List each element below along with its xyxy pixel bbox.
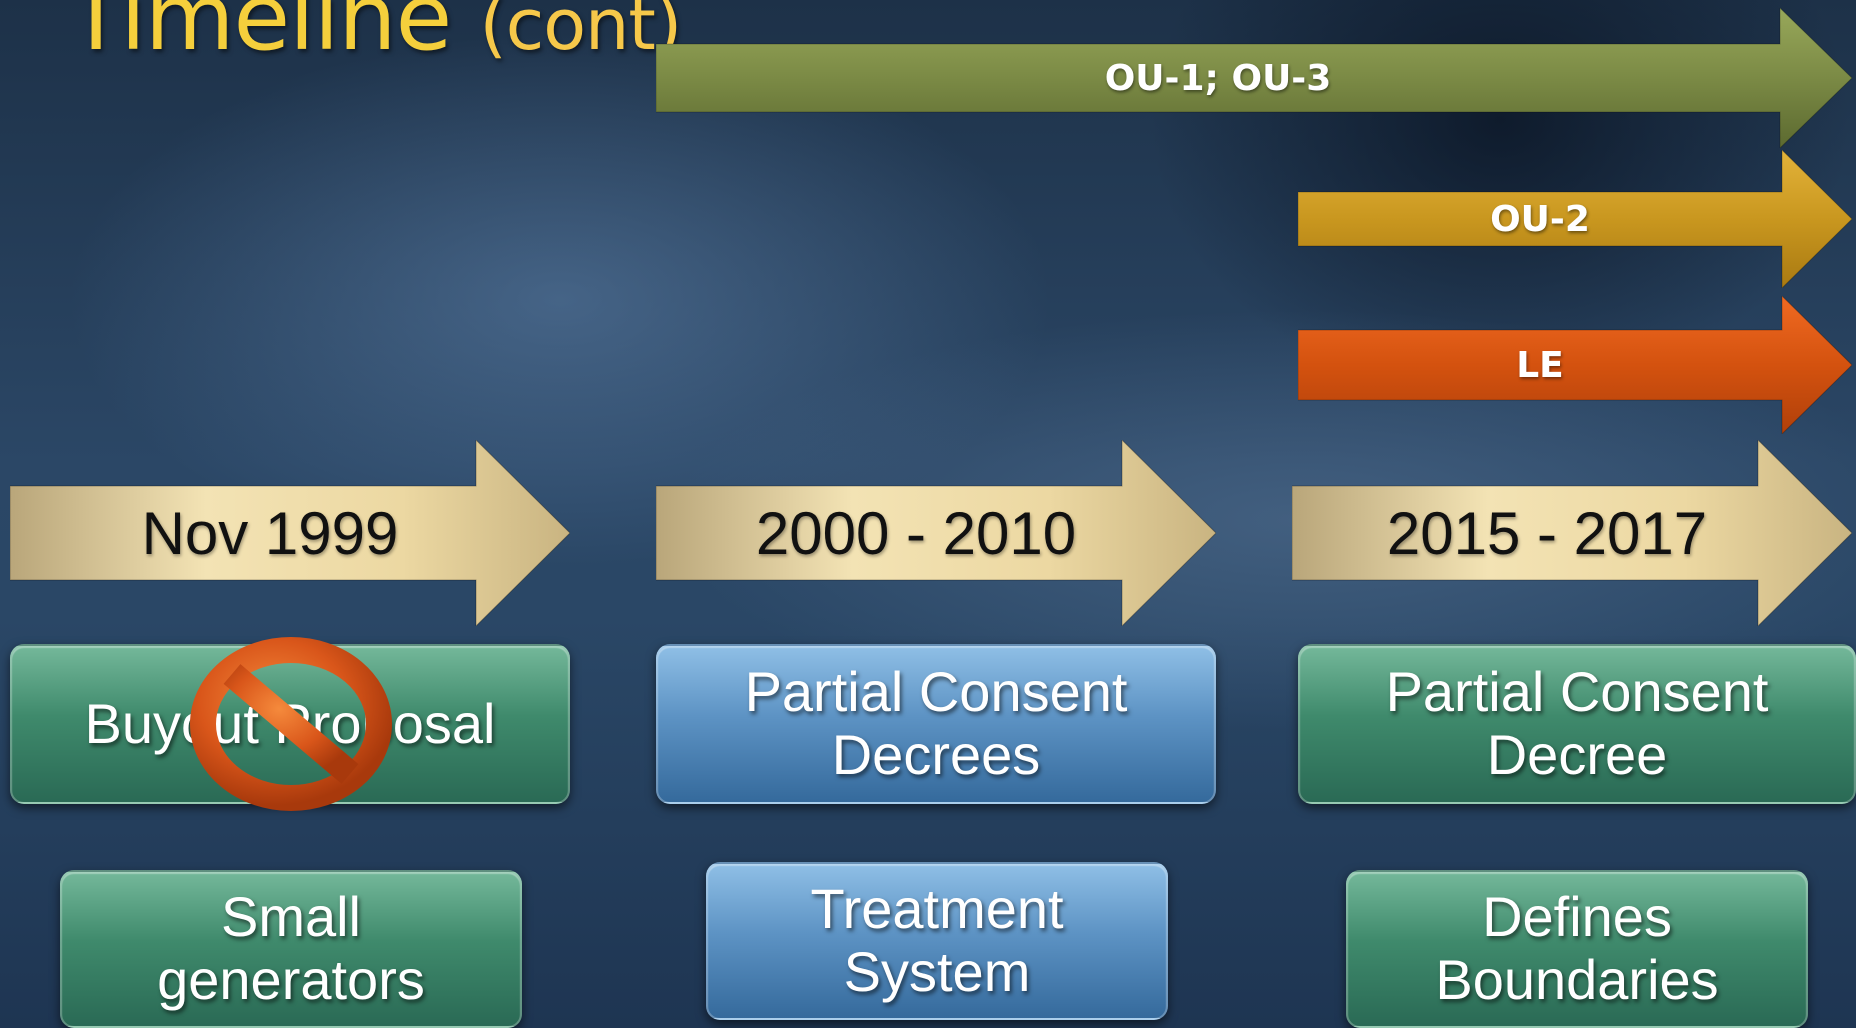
period-label-2: 2000 - 2010 bbox=[755, 499, 1077, 567]
period-arrow-2000-2010-shape bbox=[656, 440, 1216, 626]
box-partial-consent-decrees: Partial Consent Decrees bbox=[656, 644, 1216, 804]
title-suffix: (cont) bbox=[479, 0, 682, 66]
arrow-ou1-ou3: OU-1; OU-3 bbox=[656, 8, 1852, 148]
arrow-ou1-ou3-label: OU-1; OU-3 bbox=[1104, 57, 1332, 99]
box-pcd-line2: Decrees bbox=[831, 723, 1041, 786]
period-label-3: 2015 - 2017 bbox=[1386, 499, 1708, 567]
box-pcd-line1: Partial Consent bbox=[744, 660, 1128, 724]
box-pcd2-line1: Partial Consent bbox=[1385, 660, 1769, 724]
period-arrow-2015-2017-shape bbox=[1292, 440, 1852, 626]
box-pcd2-line2: Decree bbox=[1486, 723, 1668, 786]
box-treatment-system: Treatment System bbox=[706, 862, 1168, 1020]
box-small-generators: Small generators bbox=[60, 870, 522, 1028]
arrow-ou2: OU-2 bbox=[1298, 150, 1852, 288]
arrow-le-shape bbox=[1298, 296, 1852, 434]
box-db-line1: Defines bbox=[1482, 885, 1672, 949]
box-partial-consent-decrees-text: Partial Consent Decrees bbox=[744, 660, 1128, 786]
period-arrow-nov-1999: Nov 1999 bbox=[10, 440, 570, 626]
box-ts-line2: System bbox=[843, 940, 1031, 1003]
title-main: Timeline bbox=[68, 0, 452, 71]
box-defines-boundaries-text: Defines Boundaries bbox=[1435, 885, 1719, 1011]
box-treatment-system-text: Treatment System bbox=[810, 877, 1064, 1003]
period-arrow-2000-2010: 2000 - 2010 bbox=[656, 440, 1216, 626]
arrow-ou2-shape bbox=[1298, 150, 1852, 288]
box-small-generators-text: Small generators bbox=[157, 885, 425, 1011]
period-arrow-2015-2017: 2015 - 2017 bbox=[1292, 440, 1852, 626]
period-arrow-nov-1999-shape bbox=[10, 440, 570, 626]
box-ts-line1: Treatment bbox=[810, 877, 1064, 941]
box-sg-line2: generators bbox=[157, 948, 425, 1011]
period-label-1: Nov 1999 bbox=[141, 499, 399, 567]
arrow-ou2-label: OU-2 bbox=[1490, 198, 1590, 240]
box-db-line2: Boundaries bbox=[1435, 948, 1719, 1011]
box-partial-consent-decree-text: Partial Consent Decree bbox=[1385, 660, 1769, 786]
arrow-le: LE bbox=[1298, 296, 1852, 434]
slide-title: Timeline (cont) bbox=[68, 0, 682, 66]
arrow-ou1-ou3-shape bbox=[656, 8, 1852, 148]
box-defines-boundaries: Defines Boundaries bbox=[1346, 870, 1808, 1028]
box-partial-consent-decree: Partial Consent Decree bbox=[1298, 644, 1856, 804]
arrow-le-label: LE bbox=[1516, 344, 1564, 386]
box-sg-line1: Small bbox=[220, 885, 361, 949]
no-sign-icon bbox=[190, 637, 392, 811]
